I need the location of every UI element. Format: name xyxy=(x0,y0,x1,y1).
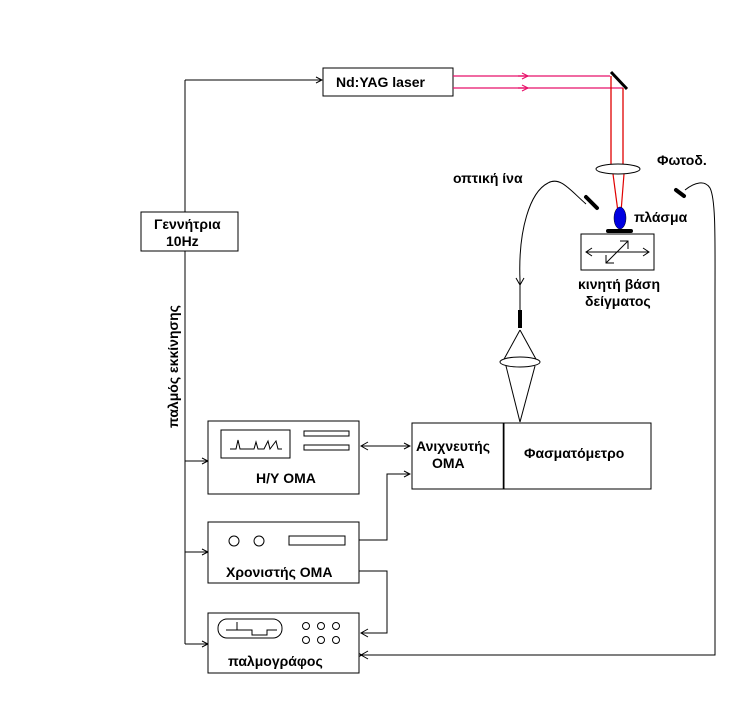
oscilloscope-box: παλμογράφος xyxy=(207,612,360,674)
fiber-probe-icon xyxy=(584,195,599,210)
trigger-pulse-label: παλμός εκκίνησης xyxy=(165,305,181,428)
photodiode-cable xyxy=(360,182,716,656)
spectrometer-label: Φασματόμετρο xyxy=(524,445,624,461)
plasma-label: πλάσμα xyxy=(634,209,688,225)
detector-label-line1: Ανιχνευτής xyxy=(416,438,490,454)
generator-box: Γεννήτρια 10Hz xyxy=(140,211,239,252)
detector-box: Ανιχνευτής ΟΜΑ xyxy=(411,422,505,490)
focusing-lens-icon xyxy=(595,163,641,175)
optical-fiber-label: οπτική ίνα xyxy=(453,170,523,186)
fiber-direction-arrow xyxy=(515,277,525,287)
drive-slot-1 xyxy=(303,430,350,437)
timer-to-oscilloscope-arrow xyxy=(359,628,369,638)
generator-label-line1: Γεννήτρια xyxy=(154,216,221,232)
spectrometer-box: Φασματόμετρο xyxy=(503,422,652,490)
knob-1 xyxy=(228,535,240,547)
generator-label-line2: 10Hz xyxy=(166,233,199,249)
photodiode-icon xyxy=(674,188,686,198)
focus-beam-right xyxy=(620,173,625,213)
photodiode-arrowhead xyxy=(359,650,369,660)
pc-oma-label: Η/Υ ΟΜΑ xyxy=(256,470,316,486)
optical-fiber-cable xyxy=(519,180,587,310)
plasma-icon xyxy=(613,206,627,230)
stage-label-line2: δείγματος xyxy=(585,293,651,309)
trigger-bus xyxy=(184,80,322,644)
timer-oma-label: Χρονιστής ΟΜΑ xyxy=(226,564,332,580)
laser-beam xyxy=(453,76,625,213)
focus-beam-left xyxy=(612,173,619,213)
drive-slot-2 xyxy=(303,444,350,451)
sample-holder-icon xyxy=(606,229,633,233)
mirror-icon xyxy=(609,70,629,91)
timer-to-oscilloscope xyxy=(359,570,388,634)
laser-box: Nd:YAG laser xyxy=(322,67,454,97)
timer-display xyxy=(288,535,346,546)
detector-label-line2: ΟΜΑ xyxy=(432,455,465,471)
pc-oma-box: Η/Υ ΟΜΑ xyxy=(207,420,360,495)
photodiode-label: Φωτοδ. xyxy=(657,152,707,168)
timer-to-detector xyxy=(359,474,410,541)
pc-detector-arrow-left xyxy=(359,441,369,451)
spectrum-display-icon xyxy=(220,429,291,459)
translation-arrows-icon xyxy=(585,240,650,264)
stage-label-line1: κινητή βάση xyxy=(578,276,660,292)
oscilloscope-knobs xyxy=(302,622,340,644)
timer-oma-box: Χρονιστής ΟΜΑ xyxy=(207,521,360,584)
oscilloscope-label: παλμογράφος xyxy=(228,653,323,669)
collection-lens-icon xyxy=(499,329,541,423)
laser-label: Nd:YAG laser xyxy=(336,74,426,90)
waveform-display-icon xyxy=(217,618,283,639)
translation-stage xyxy=(580,233,655,271)
knob-2 xyxy=(253,535,265,547)
